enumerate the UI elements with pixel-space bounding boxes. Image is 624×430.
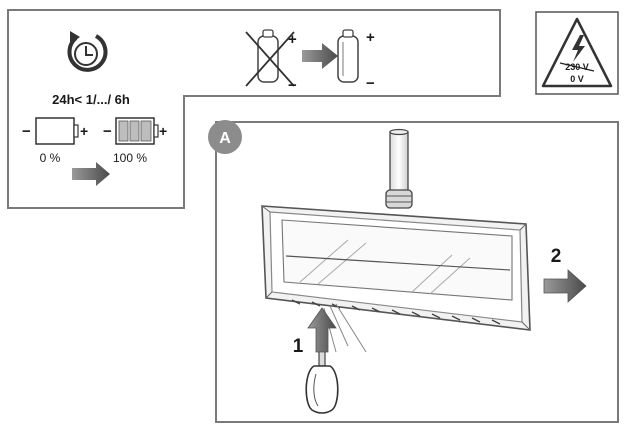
charge-time-label: 24h< 1/.../ 6h — [52, 92, 130, 107]
battery-swap-arrow — [302, 43, 338, 69]
step2-label: 2 — [551, 246, 562, 267]
svg-text:+: + — [80, 123, 88, 139]
empty-percent-label: 0 % — [40, 151, 61, 165]
panel-a-badge — [208, 120, 242, 154]
emergency-luminaire — [261, 205, 531, 331]
battery-full-icon: − + — [103, 117, 167, 145]
new-battery-plus: + — [366, 29, 375, 46]
safe-voltage-label: 0 V — [570, 74, 584, 84]
old-battery-crossed-icon — [245, 29, 295, 87]
old-battery-plus: + — [288, 31, 297, 48]
new-battery-minus: − — [366, 75, 375, 92]
old-battery-minus: − — [288, 77, 297, 94]
charging-panel-frame — [7, 9, 501, 209]
step1-label: 1 — [293, 336, 304, 357]
charge-progress-arrow — [72, 162, 110, 186]
panel-a-frame — [215, 121, 619, 423]
clock-icon — [67, 31, 108, 72]
panel-a-badge-label: A — [219, 130, 231, 147]
svg-text:−: − — [22, 123, 31, 140]
conduit-tube — [385, 128, 413, 209]
full-percent-label: 100 % — [113, 151, 147, 165]
svg-text:−: − — [103, 123, 112, 140]
step1-arrow — [307, 307, 337, 353]
svg-text:+: + — [159, 123, 167, 139]
high-voltage-warning-icon — [541, 17, 613, 88]
step2-arrow — [543, 269, 587, 303]
battery-empty-icon: − + — [22, 117, 88, 145]
new-battery-icon — [337, 29, 359, 83]
